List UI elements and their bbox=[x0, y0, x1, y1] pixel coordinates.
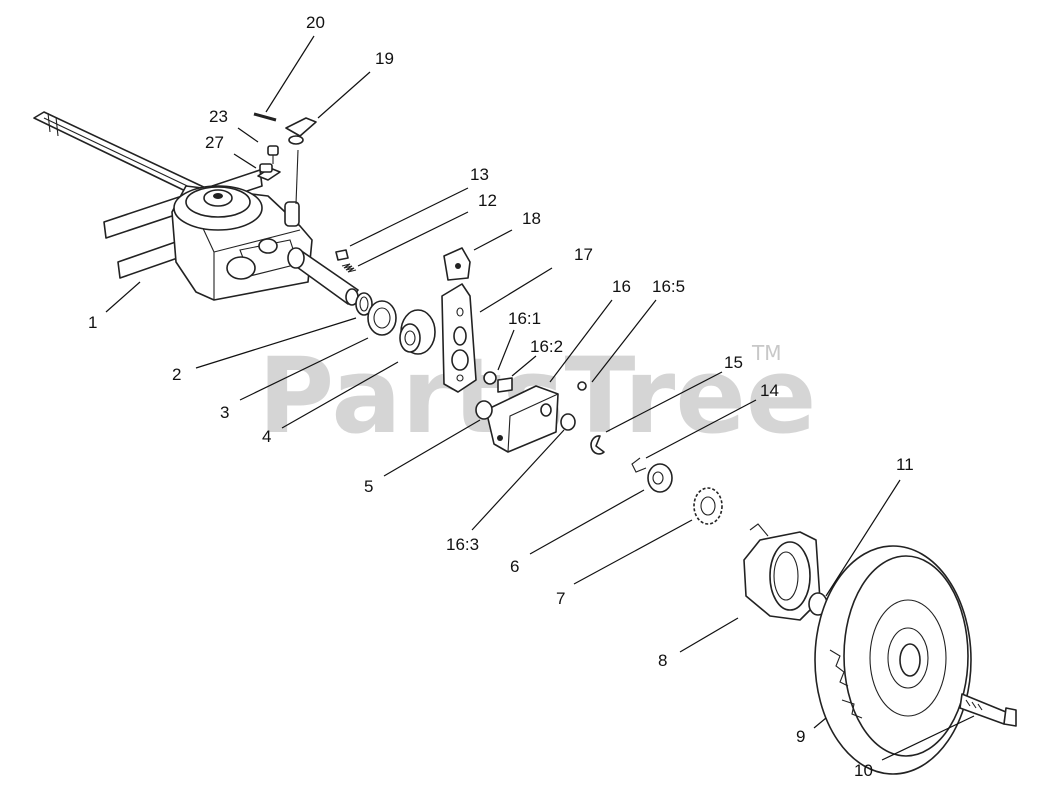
part-19-lever[interactable] bbox=[285, 117, 317, 145]
callout-27: 27 bbox=[205, 133, 224, 152]
part-16-5-nut[interactable] bbox=[577, 381, 587, 391]
callout-labels: 20 19 23 27 13 12 18 17 16 16:5 16:1 16:… bbox=[88, 13, 914, 780]
callout-16: 16 bbox=[612, 277, 631, 296]
callout-5: 5 bbox=[364, 477, 373, 496]
part-13-key[interactable] bbox=[335, 249, 349, 261]
callout-15: 15 bbox=[724, 353, 743, 372]
part-18-plate[interactable] bbox=[443, 247, 471, 281]
callout-9: 9 bbox=[796, 727, 805, 746]
callout-10: 10 bbox=[854, 761, 873, 780]
callout-16-5: 16:5 bbox=[652, 277, 685, 296]
callout-16-3: 16:3 bbox=[446, 535, 479, 554]
part-16-3-nut[interactable] bbox=[560, 413, 576, 431]
callout-6: 6 bbox=[510, 557, 519, 576]
part-5-bolt[interactable] bbox=[475, 400, 493, 420]
callout-2: 2 bbox=[172, 365, 181, 384]
callout-23: 23 bbox=[209, 107, 228, 126]
part-6-washer[interactable] bbox=[647, 463, 673, 493]
part-16-2-spacer[interactable] bbox=[497, 377, 513, 393]
part-1-transmission[interactable] bbox=[33, 111, 359, 306]
part-9-wheel[interactable] bbox=[814, 545, 972, 775]
part-14-clip[interactable] bbox=[631, 457, 647, 473]
callout-14: 14 bbox=[760, 381, 779, 400]
leader-lines bbox=[105, 35, 975, 761]
callout-16-2: 16:2 bbox=[530, 337, 563, 356]
callout-3: 3 bbox=[220, 403, 229, 422]
part-17-plate[interactable] bbox=[441, 283, 477, 393]
watermark-trademark: TM bbox=[751, 341, 781, 365]
callout-13: 13 bbox=[470, 165, 489, 184]
part-2-ring[interactable] bbox=[355, 292, 373, 316]
callout-11: 11 bbox=[896, 455, 914, 474]
part-12-spring[interactable] bbox=[341, 263, 357, 273]
callout-18: 18 bbox=[522, 209, 541, 228]
callout-12: 12 bbox=[478, 191, 497, 210]
part-20-pin[interactable] bbox=[253, 112, 277, 122]
callout-4: 4 bbox=[262, 427, 271, 446]
callout-17: 17 bbox=[574, 245, 593, 264]
part-10-bolt[interactable] bbox=[959, 693, 1017, 727]
callout-7: 7 bbox=[556, 589, 565, 608]
part-3-washer[interactable] bbox=[367, 300, 397, 336]
part-23-screw[interactable] bbox=[267, 145, 279, 164]
callout-16-1: 16:1 bbox=[508, 309, 541, 328]
callout-19: 19 bbox=[375, 49, 394, 68]
part-27-bracket[interactable] bbox=[257, 163, 281, 181]
part-16-bracket[interactable] bbox=[485, 385, 559, 453]
callout-1: 1 bbox=[88, 313, 97, 332]
part-4-bushing[interactable] bbox=[399, 309, 436, 355]
part-16-1-nut[interactable] bbox=[483, 371, 497, 385]
part-15-eclip[interactable] bbox=[590, 435, 605, 455]
callout-20: 20 bbox=[306, 13, 325, 32]
callout-8: 8 bbox=[658, 651, 667, 670]
part-7-gear[interactable] bbox=[693, 487, 723, 525]
